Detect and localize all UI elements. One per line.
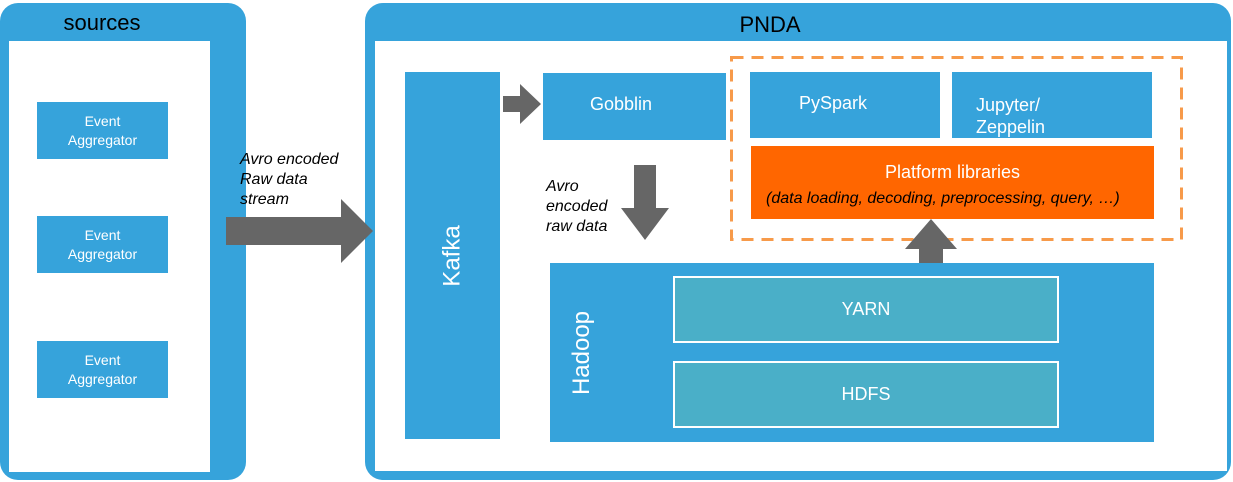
platform-libraries-box: Platform libraries (data loading, decodi…: [751, 146, 1154, 219]
event-aggregator-label-line1: Event: [84, 352, 121, 368]
stream-arrow-icon: [226, 199, 373, 263]
gobblin-box: Gobblin: [543, 73, 726, 140]
event-aggregator-box: Event Aggregator: [37, 341, 168, 398]
avro-raw-label-line: raw data: [546, 218, 608, 235]
pyspark-box: PySpark: [750, 72, 940, 138]
hdfs-box: HDFS: [673, 361, 1059, 428]
jupyter-label-line: Zeppelin: [976, 117, 1046, 137]
yarn-label: YARN: [841, 299, 891, 319]
event-aggregator-box: Event Aggregator: [37, 216, 168, 273]
platform-libraries-title: Platform libraries: [884, 162, 1021, 182]
avro-stream-label-line: Avro encoded: [240, 151, 339, 168]
event-aggregator-label-line2: Aggregator: [67, 246, 138, 262]
event-aggregator-label-line2: Aggregator: [67, 132, 138, 148]
hadoop-to-libraries-arrow-icon: [905, 219, 957, 263]
analytics-group-outline: [730, 56, 1183, 241]
pyspark-label: PySpark: [799, 93, 868, 113]
kafka-box: [405, 72, 500, 439]
avro-raw-label-line: Avro: [546, 178, 579, 195]
jupyter-zeppelin-box: Jupyter/ Zeppelin: [952, 72, 1152, 138]
avro-raw-label: Avro encoded raw data: [546, 177, 636, 237]
sources-title: sources: [63, 10, 141, 35]
gobblin-label: Gobblin: [590, 94, 653, 114]
event-aggregator-label-line1: Event: [84, 227, 121, 243]
avro-stream-label: Avro encoded Raw data stream: [240, 150, 370, 210]
event-aggregator-label-line1: Event: [84, 113, 121, 129]
avro-raw-label-line: encoded: [546, 198, 608, 215]
hdfs-label: HDFS: [841, 384, 891, 404]
jupyter-label-line: Jupyter/: [976, 95, 1041, 115]
gobblin-to-hadoop-arrow-icon: [621, 165, 669, 240]
pnda-title: PNDA: [739, 12, 801, 37]
event-aggregator-box: Event Aggregator: [37, 102, 168, 159]
event-aggregator-label-line2: Aggregator: [67, 371, 138, 387]
avro-stream-label-line: stream: [240, 191, 289, 208]
platform-libraries-description: (data loading, decoding, preprocessing, …: [766, 190, 1120, 207]
kafka-to-gobblin-arrow-icon: [503, 84, 541, 124]
avro-stream-label-line: Raw data: [240, 171, 308, 188]
yarn-box: YARN: [673, 276, 1059, 343]
